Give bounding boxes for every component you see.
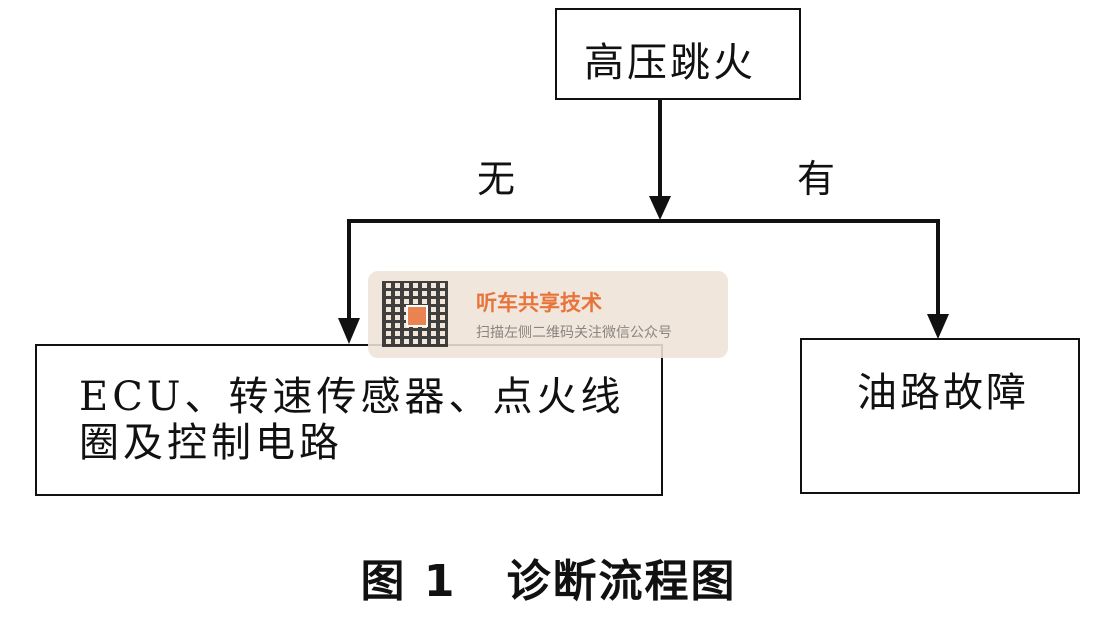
node-high-voltage-spark-label: 高压跳火 [584, 40, 756, 86]
watermark-subtitle: 扫描左侧二维码关注微信公众号 [476, 325, 672, 341]
watermark-title: 听车共享技术 [476, 291, 602, 315]
node-ignition-components-label: ECU、转速传感器、点火线圈及控制电路 [79, 374, 625, 466]
node-fuel-system-fault-label: 油路故障 [857, 370, 1029, 416]
figure-title: 诊断流程图 [506, 556, 737, 607]
branch-label-no: 无 [477, 157, 516, 201]
figure-number: 图 1 [360, 556, 457, 607]
node-ignition-components: ECU、转速传感器、点火线圈及控制电路 [35, 344, 663, 496]
branch-label-yes: 有 [797, 157, 836, 201]
qr-code-icon [382, 281, 448, 347]
watermark-banner: 听车共享技术 扫描左侧二维码关注微信公众号 [368, 271, 728, 358]
node-high-voltage-spark: 高压跳火 [555, 8, 801, 100]
left-branch-arrowhead [338, 318, 360, 344]
trunk-arrowhead [649, 196, 671, 220]
right-branch-arrowhead [927, 314, 949, 339]
node-fuel-system-fault: 油路故障 [800, 338, 1080, 494]
figure-caption: 图 1 诊断流程图 [0, 545, 1097, 609]
